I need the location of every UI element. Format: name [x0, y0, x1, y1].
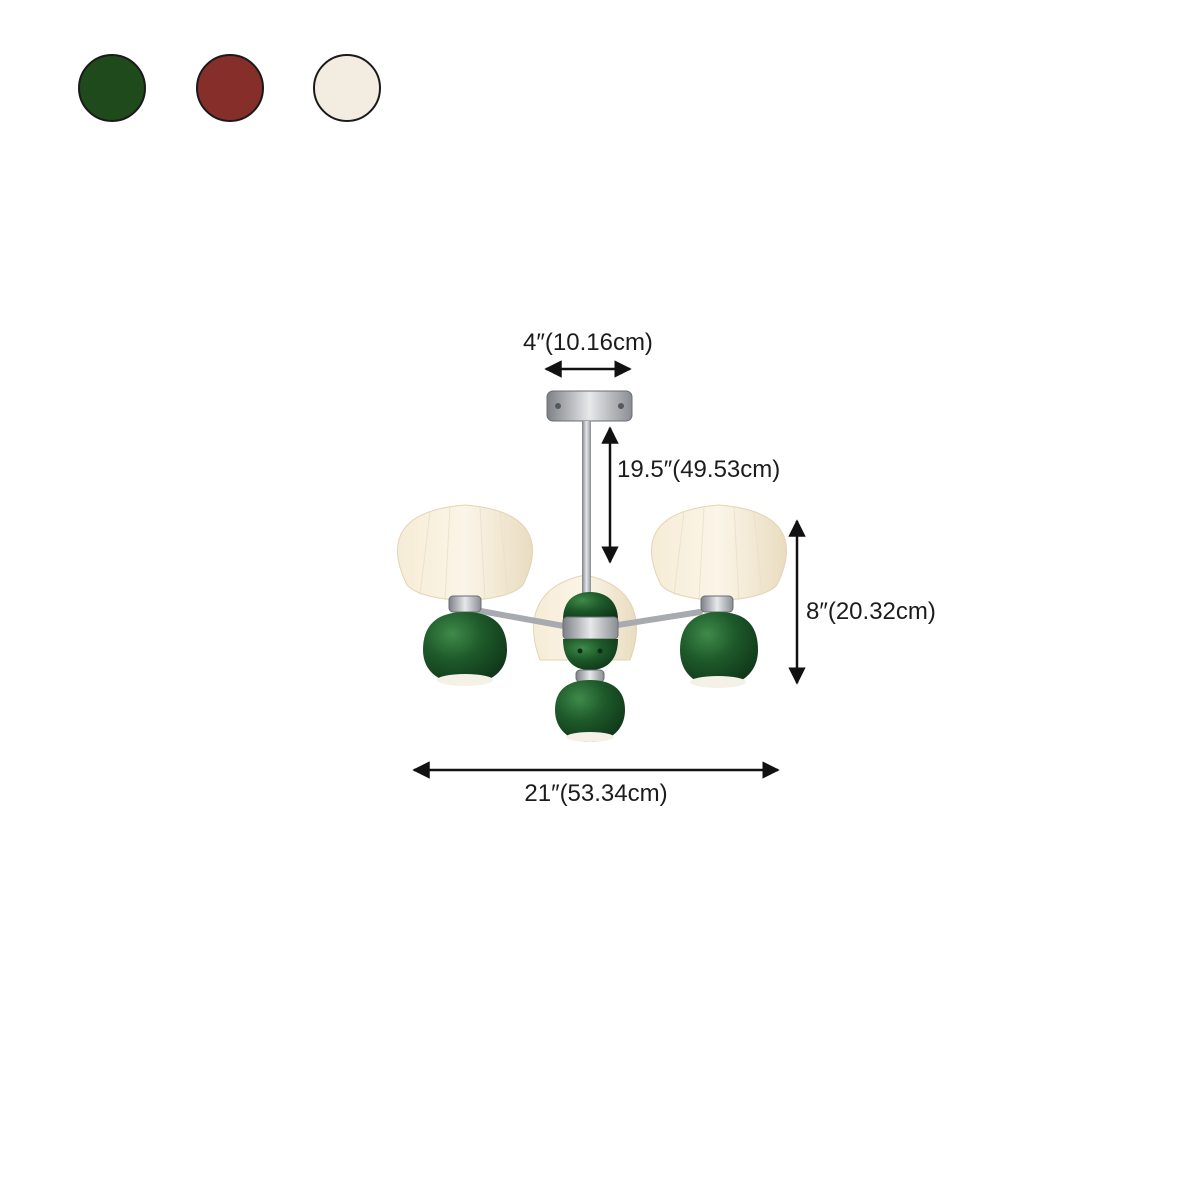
ceiling-canopy — [546, 390, 633, 422]
color-swatch-cream[interactable] — [313, 54, 381, 122]
cup-bottom — [555, 680, 625, 742]
rod-length-label: 19.5″(49.53cm) — [617, 456, 780, 483]
cup-left — [423, 612, 507, 686]
canopy-width-label: 4″(10.16cm) — [523, 329, 653, 356]
color-swatch-green[interactable] — [78, 54, 146, 122]
socket-right — [700, 595, 734, 613]
socket-left — [448, 595, 482, 613]
center-hub — [562, 592, 619, 670]
shade-left — [397, 504, 533, 601]
down-rod — [582, 421, 591, 599]
cup-right — [680, 612, 758, 688]
shade-right — [651, 504, 787, 601]
overall-width-label: 21″(53.34cm) — [524, 780, 667, 807]
fixture-height-label: 8″(20.32cm) — [806, 598, 936, 625]
color-swatch-red[interactable] — [196, 54, 264, 122]
